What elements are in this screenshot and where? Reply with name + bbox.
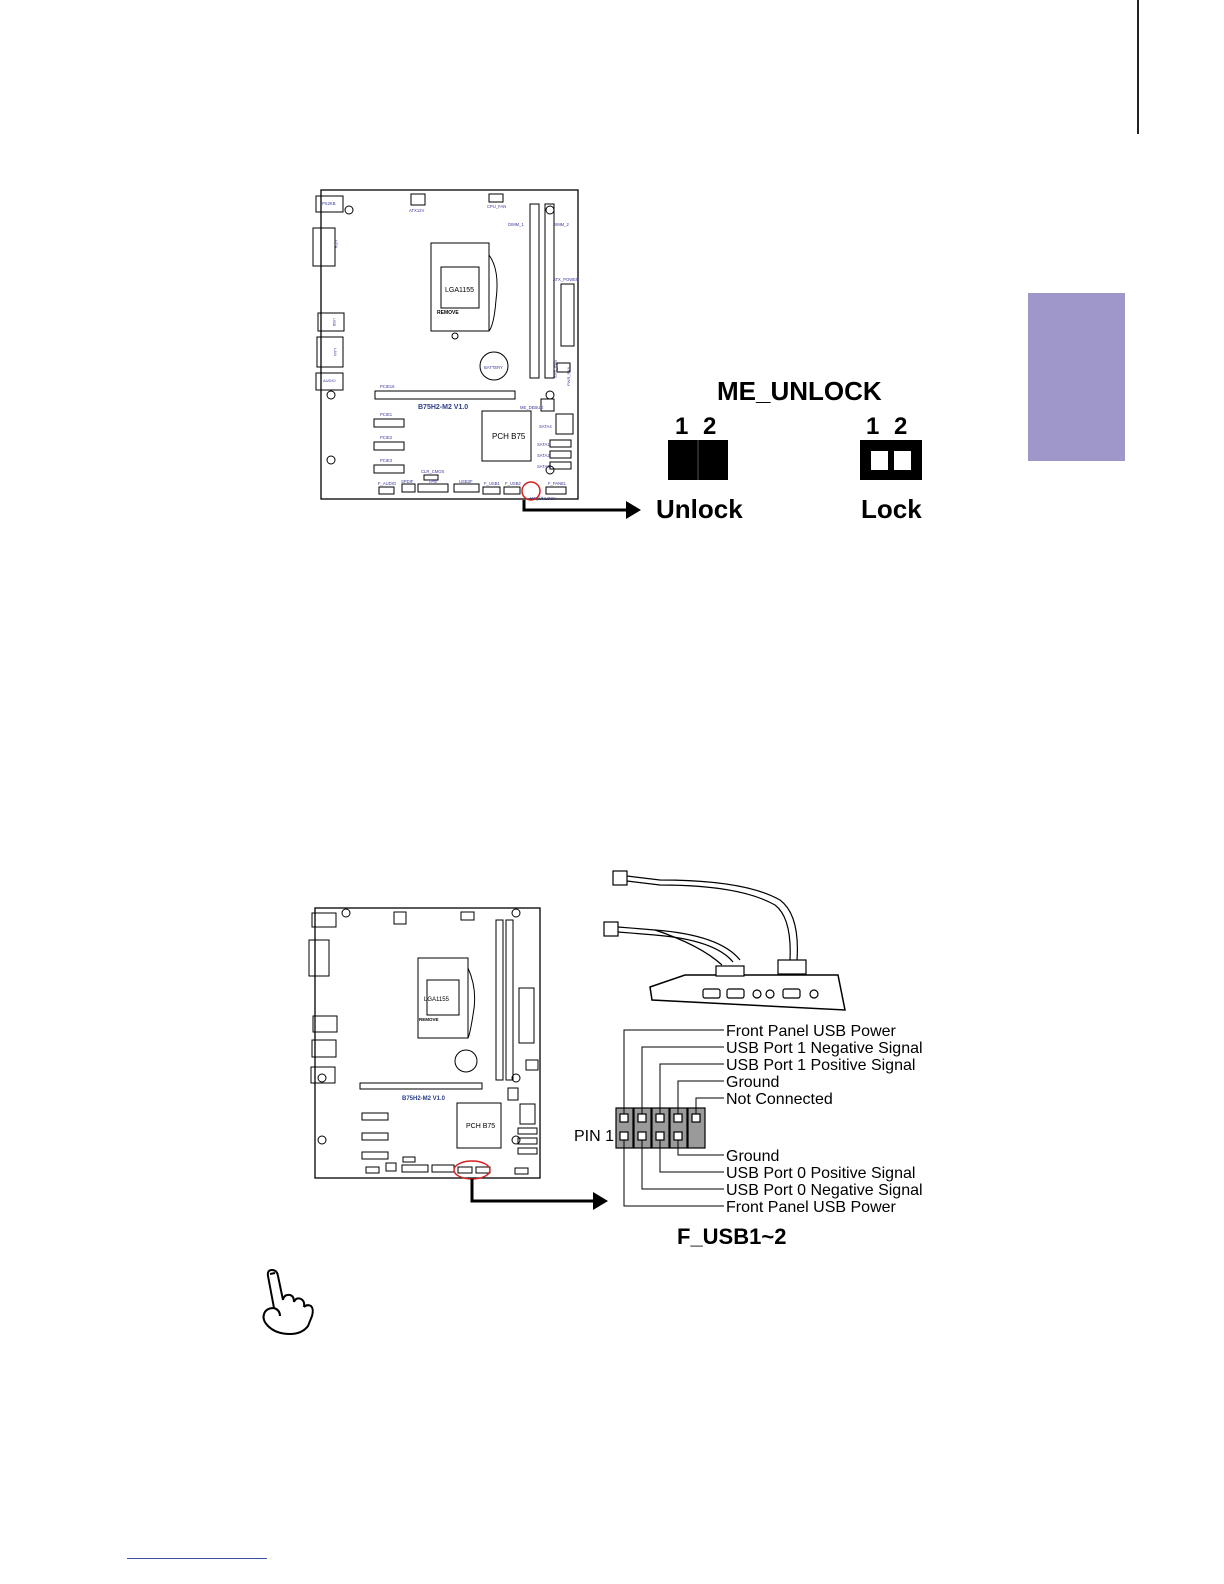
board1-label-pcie3: PCIE3	[380, 458, 393, 463]
chapter-side-tab	[1028, 293, 1125, 461]
board1-label-atx12v: ATX12V	[409, 208, 424, 213]
board2-chipset-label: PCH B75	[466, 1123, 495, 1130]
pin-desc-top-4: Ground	[726, 1074, 779, 1091]
board1-label-dimm2: DIMM_2	[553, 222, 569, 227]
board1-label-pcie2: PCIE2	[380, 435, 393, 440]
board1-label-me-unlock: ME_UNLOCK	[530, 496, 556, 501]
me-unlock-highlight-circle	[521, 481, 541, 501]
board1-label-f-usb1: F_USB1	[484, 481, 500, 486]
unlock-pin1: 1	[675, 413, 688, 440]
usb-bracket-cable-icon	[603, 870, 846, 1011]
board1-small-labels: PS2KB ATX12V CPU_FAN DIMM_1 DIMM_2 ATX_P…	[322, 201, 579, 501]
board1-label-ps2: PS2KB	[322, 201, 336, 206]
board1-label-sata3: SATA3	[537, 464, 550, 469]
me-unlock-figure: PS2KB ATX12V CPU_FAN DIMM_1 DIMM_2 ATX_P…	[312, 189, 922, 524]
pin-descriptions: Front Panel USB Power USB Port 1 Negativ…	[726, 1023, 923, 1216]
board1-label-usb: USB	[332, 318, 337, 327]
board1-label-pcie1: PCIE1	[380, 412, 393, 417]
board2-socket-tag: REMOVE	[419, 1017, 439, 1022]
board1-rotated-labels: VGA USB LAN AUDIO SYS_FAN PWR_FAN	[323, 240, 571, 386]
board1-label-usb3f: USB3F	[459, 479, 473, 484]
board1-label-atx-power: ATX_POWER	[553, 277, 579, 282]
unlock-label: Unlock	[656, 494, 743, 524]
board1-label-sata2: SATA2	[537, 453, 550, 458]
board1-label-clr-cmos: CLR_CMOS	[421, 469, 444, 474]
board1-label-lan: LAN	[333, 348, 338, 356]
board1-label-f-usb2: F_USB2	[505, 481, 521, 486]
board1-model-label: B75H2-M2 V1.0	[418, 404, 468, 411]
arrow-head-icon	[626, 501, 641, 519]
board1-label-pwr-fan: PWR_FAN	[566, 367, 571, 386]
usb-header-pins	[615, 1107, 706, 1149]
jumper-open-icon	[860, 440, 922, 480]
pin-desc-bottom-2: USB Port 0 Positive Signal	[726, 1165, 915, 1182]
pin-desc-bottom-1: Ground	[726, 1148, 779, 1165]
pin-desc-top-2: USB Port 1 Negative Signal	[726, 1040, 923, 1057]
pin-desc-top-3: USB Port 1 Positive Signal	[726, 1057, 915, 1074]
lock-pin2: 2	[894, 413, 907, 440]
board1-socket-label: LGA1155	[445, 287, 474, 294]
f-usb-title: F_USB1~2	[677, 1224, 786, 1249]
pin-desc-bottom-4: Front Panel USB Power	[726, 1199, 897, 1216]
board1-label-f-panel: F_PANEL	[548, 481, 567, 486]
page-edge-rule	[1137, 0, 1139, 134]
pin1-label: PIN 1	[574, 1128, 614, 1145]
board1-label-audio: AUDIO	[323, 378, 336, 383]
pin-desc-bottom-3: USB Port 0 Negative Signal	[726, 1182, 923, 1199]
pin-desc-top-1: Front Panel USB Power	[726, 1023, 897, 1040]
me-unlock-title: ME_UNLOCK	[717, 376, 882, 406]
board1-chipset-label: PCH B75	[492, 432, 526, 441]
motherboard-diagram-2	[308, 907, 541, 1179]
unlock-pin2: 2	[703, 413, 716, 440]
footer-rule	[127, 1558, 267, 1559]
board1-label-vga: VGA	[334, 240, 339, 249]
lock-pin1: 1	[866, 413, 879, 440]
pointing-hand-note-icon	[262, 1269, 314, 1335]
board1-label-sata1: SATA1	[537, 442, 550, 447]
board1-label-dimm1: DIMM_1	[508, 222, 524, 227]
board1-socket-tag: REMOVE	[437, 310, 459, 316]
pin-desc-top-5: Not Connected	[726, 1091, 833, 1108]
board1-label-pcie16: PCIE16	[380, 384, 395, 389]
board1-label-sata4: SATA4	[539, 424, 552, 429]
board2-model-label: B75H2-M2 V1.0	[402, 1096, 446, 1102]
lock-label: Lock	[861, 494, 922, 524]
me-unlock-pointer-line	[522, 500, 630, 512]
board1-label-sys-fan: SYS_FAN	[553, 360, 558, 378]
board1-label-cpu-fan: CPU_FAN	[487, 204, 506, 209]
motherboard-diagram-1	[312, 189, 579, 500]
board2-socket-label: LGA1155	[424, 997, 450, 1003]
pin-leader-lines	[623, 1029, 724, 1207]
board1-label-battery: BATTERY	[484, 365, 503, 370]
f-usb-figure: LGA1155 REMOVE PCH B75 B75H2-M2 V1.0	[308, 870, 923, 1249]
board1-label-me-debug: ME_DEBUG	[520, 405, 544, 410]
f-usb-pointer-line	[470, 1179, 596, 1203]
board1-label-f-audio: F_AUDIO	[378, 481, 397, 486]
arrow-head-icon	[593, 1192, 608, 1210]
board1-label-spdif: SPDIF	[401, 479, 414, 484]
board1-label-tpm: TPM	[428, 479, 437, 484]
